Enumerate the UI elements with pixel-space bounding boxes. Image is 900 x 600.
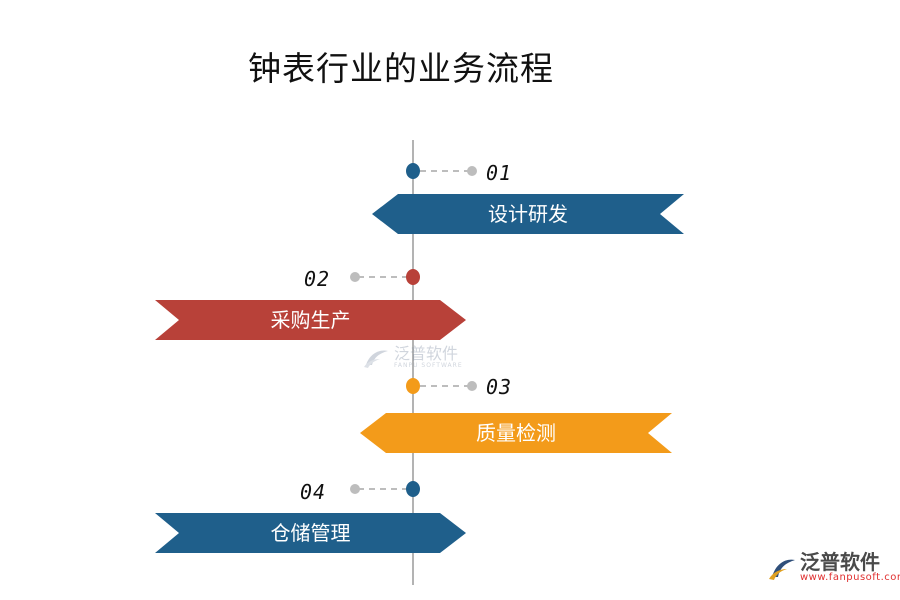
step-3-number: 03 <box>486 375 513 399</box>
step-3-banner: 质量检测 <box>360 413 672 453</box>
step-1-number: 01 <box>486 161 513 185</box>
timeline-axis <box>412 140 414 585</box>
step-1-label: 设计研发 <box>488 202 568 226</box>
step-1-end-dot <box>467 166 477 176</box>
step-1-dot <box>406 163 420 179</box>
step-3-connector <box>420 385 470 387</box>
step-4-number: 04 <box>300 480 327 504</box>
corner-logo: 泛普软件 www.fanpusoft.com <box>768 552 900 583</box>
watermark-name: 泛普软件 <box>394 344 459 363</box>
logo-url: www.fanpusoft.com <box>800 572 900 583</box>
step-2-number: 02 <box>304 267 331 291</box>
step-2-dot <box>406 269 420 285</box>
step-2-label: 采购生产 <box>270 308 351 332</box>
step-4-banner: 仓储管理 <box>155 513 466 553</box>
fanpu-logo-icon <box>769 559 795 580</box>
step-2-end-dot <box>350 272 360 282</box>
step-2-connector <box>358 276 408 278</box>
watermark: 泛普软件 FANPU SOFTWARE <box>362 346 463 369</box>
step-1-banner: 设计研发 <box>372 194 684 234</box>
step-3-label: 质量检测 <box>476 421 556 445</box>
step-4-end-dot <box>350 484 360 494</box>
watermark-sub: FANPU SOFTWARE <box>394 362 463 369</box>
step-1-connector <box>420 170 470 172</box>
step-4-label: 仓储管理 <box>270 521 351 545</box>
step-4-dot <box>406 481 420 497</box>
step-4-connector <box>358 488 408 490</box>
logo-name: 泛普软件 <box>800 550 880 574</box>
diagram-title: 钟表行业的业务流程 <box>248 49 554 88</box>
step-2-banner: 采购生产 <box>155 300 466 340</box>
step-3-end-dot <box>467 381 477 391</box>
watermark-logo-icon <box>364 350 388 368</box>
step-3-dot <box>406 378 420 394</box>
